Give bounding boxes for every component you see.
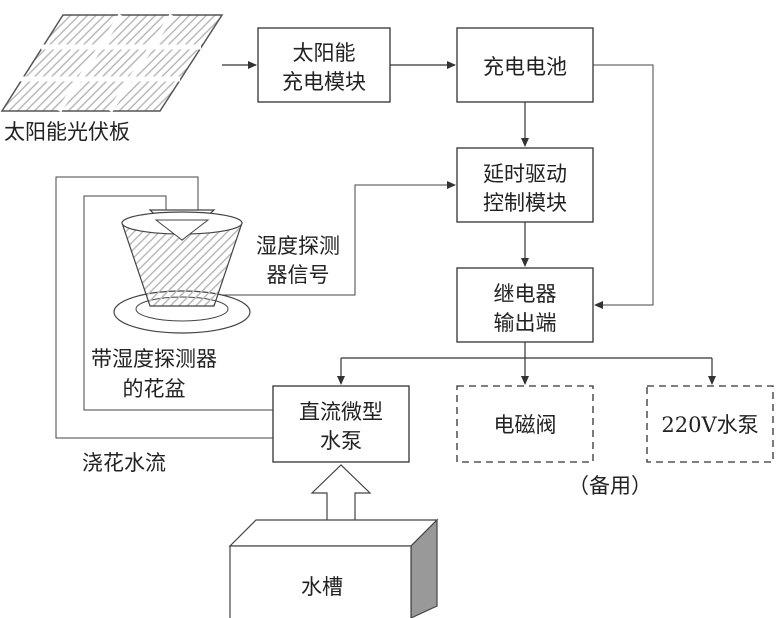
flowerpot-icon — [113, 211, 251, 334]
ac-pump-box — [646, 385, 774, 463]
dc-pump-box — [272, 385, 410, 463]
dc-pump-line2: 水泵 — [320, 429, 362, 453]
humidity-signal-line2: 器信号 — [267, 263, 330, 287]
flowerpot-label-line1: 带湿度探测器 — [91, 347, 217, 371]
relay-output-line1: 继电器 — [494, 282, 557, 306]
hose-outer — [55, 176, 273, 439]
humidity-signal-line — [210, 181, 456, 296]
solenoid-valve-box — [456, 385, 594, 463]
delay-drive-line2: 控制模块 — [483, 191, 567, 215]
ac-pump-label: 220V水泵 — [661, 413, 758, 437]
dc-pump-line1: 直流微型 — [299, 400, 383, 424]
battery-box — [456, 27, 594, 103]
humidity-signal-line1: 湿度探测 — [256, 234, 340, 258]
arrow-battery-to-relay — [593, 64, 654, 309]
relay-output-box — [456, 267, 594, 343]
solar-charge-module-line1: 太阳能 — [293, 41, 356, 65]
flowerpot-label-line2: 的花盆 — [123, 377, 186, 401]
backup-note: （备用） — [568, 474, 652, 498]
solar-charge-module-line2: 充电模块 — [282, 70, 366, 94]
battery-label: 充电电池 — [483, 55, 567, 79]
solar-panel-label: 太阳能光伏板 — [4, 120, 130, 144]
solar-panel-icon — [0, 13, 224, 113]
delay-drive-line1: 延时驱动 — [483, 162, 567, 186]
water-tank-label: 水槽 — [301, 575, 343, 599]
delay-drive-box — [456, 147, 594, 223]
solenoid-valve-label: 电磁阀 — [494, 413, 557, 437]
water-tank-icon — [228, 518, 439, 618]
hose-inner — [83, 195, 273, 411]
watering-flow-label: 浇花水流 — [82, 451, 166, 475]
relay-output-line2: 输出端 — [494, 311, 557, 335]
